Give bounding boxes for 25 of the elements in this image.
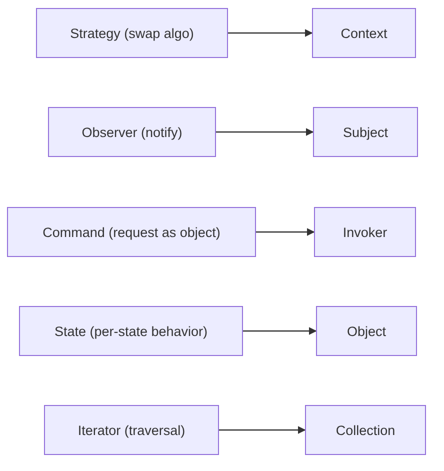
arrow [228, 29, 313, 37]
process-box [305, 405, 426, 455]
process-box [312, 8, 416, 58]
process-box [316, 306, 417, 356]
box-label: Observer (notify) [82, 124, 182, 140]
process-box [7, 207, 256, 257]
process-box [36, 8, 228, 58]
process-box [314, 207, 416, 257]
arrow [243, 327, 317, 335]
arrow [216, 128, 314, 136]
box-label: Subject [342, 124, 388, 140]
box-label: Invoker [342, 224, 388, 240]
box-label: State (per-state behavior) [54, 324, 208, 338]
box-label: Strategy (swap algo) [70, 26, 194, 40]
box-label: Collection [336, 422, 396, 438]
box-label: Command (request as object) [42, 224, 220, 240]
arrow [219, 426, 306, 434]
box-label: Context [340, 26, 388, 40]
arrow [256, 228, 315, 236]
box-label: Object [346, 324, 386, 338]
process-box [48, 107, 216, 157]
process-box [44, 405, 219, 455]
process-box [313, 107, 418, 157]
box-label: Iterator (traversal) [78, 422, 186, 438]
process-box [19, 306, 243, 356]
